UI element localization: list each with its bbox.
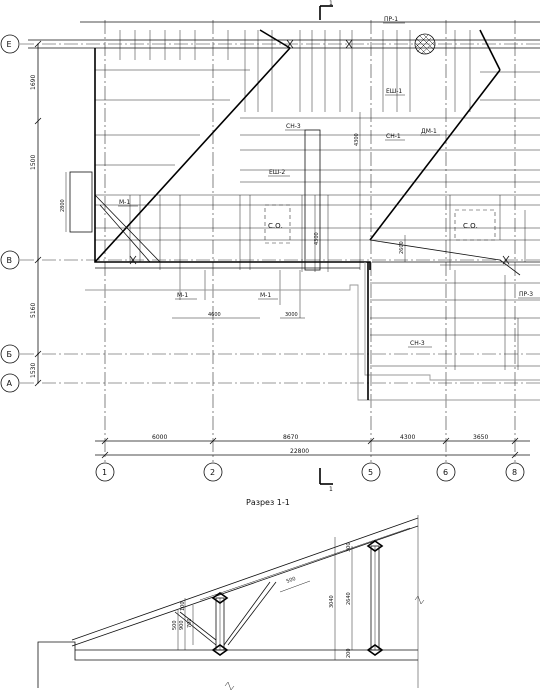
dim-inner-3000: 3000: [285, 312, 298, 318]
section-1-1: Разрез 1-1 500 2640: [37, 498, 425, 691]
section-mark-label: 1: [329, 486, 333, 493]
axis-lines: [20, 20, 542, 462]
dim-inner-4600: 4600: [208, 312, 221, 318]
dim-left-1690: 1690: [30, 75, 37, 90]
dim-sec-500-b: 500: [172, 620, 178, 630]
dim-bottom-6000: 6000: [152, 434, 167, 441]
label-m1-left: М-1: [119, 199, 130, 206]
x-marks: [129, 39, 510, 265]
label-sn3-top: СН-3: [286, 123, 301, 130]
dim-sec-700: 700: [187, 618, 193, 628]
label-m1-mid: М-1: [177, 292, 188, 299]
axis-bubble-row: [0, 250, 20, 270]
label-sn1: СН-1: [386, 133, 401, 140]
axis-bubble-col: [505, 462, 525, 482]
section-title: Разрез 1-1: [246, 498, 290, 507]
axis-bubble-col: [95, 462, 115, 482]
wall-outline: [85, 48, 540, 401]
opening-rect: [264, 204, 291, 244]
dim-left-2800: 2800: [60, 199, 66, 212]
dim-sec-2640: 2640: [346, 592, 352, 605]
label-esh1: ЕШ-1: [386, 88, 402, 95]
label-m1-right: М-1: [260, 292, 271, 299]
section-mark-label: 1: [329, 0, 333, 7]
label-so-2: С.О.: [463, 222, 478, 230]
col-axis-bubbles: 1 2 5 6 8: [95, 462, 525, 482]
axis-bubble-row: [0, 373, 20, 393]
dim-sec-900: 900: [179, 620, 185, 630]
axis-label-col-6: 6: [443, 468, 448, 477]
chimney-rect: [304, 129, 321, 271]
dim-sec-500: 500: [286, 576, 297, 585]
dim-bottom-8670: 8670: [283, 434, 298, 441]
axis-label-row-b: Б: [7, 350, 13, 359]
hip-lines: [94, 29, 521, 276]
dim-inner-4300-a: 4300: [354, 133, 360, 146]
label-so-1: С.О.: [268, 222, 283, 230]
dim-inner-4300-b: 4300: [314, 232, 320, 245]
dim-total-22800: 22800: [290, 448, 309, 455]
section-cut-top: 1: [319, 0, 333, 20]
ridge-verticals: [119, 30, 526, 370]
section-dimensions: 500 2640 3040 300 200 900 500 700 100: [172, 537, 353, 660]
axis-bubble-col: [203, 462, 223, 482]
label-sn3-bottom: СН-3: [410, 340, 425, 347]
rafter-lines: [95, 69, 540, 367]
inner-dimensions: 4600 3000 2600 4300 4300: [172, 133, 406, 319]
axis-bubble-row: [0, 344, 20, 364]
dim-sec-100: 100: [180, 601, 186, 611]
axis-label-row-v: В: [7, 256, 13, 265]
label-esh2: ЕШ-2: [269, 169, 285, 176]
dim-sec-200: 200: [346, 648, 352, 658]
axis-label-row-e: Е: [7, 40, 12, 49]
section-cut-bottom: 1: [319, 468, 333, 493]
axis-label-row-a: А: [7, 379, 13, 388]
roof-plan: 1 1 ПР-1 ЕШ-1 ЕШ-2 СН-3 СН-1 ДМ-1 М-1 М-…: [0, 0, 542, 493]
axis-label-col-2: 2: [210, 468, 215, 477]
dim-left-1530: 1530: [30, 363, 37, 378]
label-dm1: ДМ-1: [421, 128, 437, 135]
left-dimensions: 1690 1500 5160 1530 2800: [30, 40, 67, 387]
axis-label-col-5: 5: [368, 468, 373, 477]
label-pr3: ПР-3: [519, 291, 533, 298]
chimney-hatch: [414, 33, 436, 55]
axis-label-col-1: 1: [102, 468, 107, 477]
label-pr1: ПР-1: [384, 16, 398, 23]
axis-bubble-col: [361, 462, 381, 482]
row-axis-bubbles: Е В Б А: [0, 34, 20, 393]
dim-bottom-3650: 3650: [473, 434, 488, 441]
dim-inner-2600: 2600: [399, 241, 405, 254]
bottom-dimensions: 6000 8670 4300 3650 22800: [95, 434, 530, 459]
dormer-rect: [69, 171, 93, 233]
dim-bottom-4300: 4300: [400, 434, 415, 441]
element-labels: ПР-1 ЕШ-1 ЕШ-2 СН-3 СН-1 ДМ-1 М-1 М-1 М-…: [118, 16, 540, 348]
dim-left-1500: 1500: [30, 155, 37, 170]
dim-sec-3040: 3040: [329, 595, 335, 608]
axis-bubble-col: [436, 462, 456, 482]
axis-bubble-row: [0, 34, 20, 54]
dim-left-5160: 5160: [30, 303, 37, 318]
axis-label-col-8: 8: [512, 468, 517, 477]
dim-sec-300: 300: [346, 542, 352, 552]
